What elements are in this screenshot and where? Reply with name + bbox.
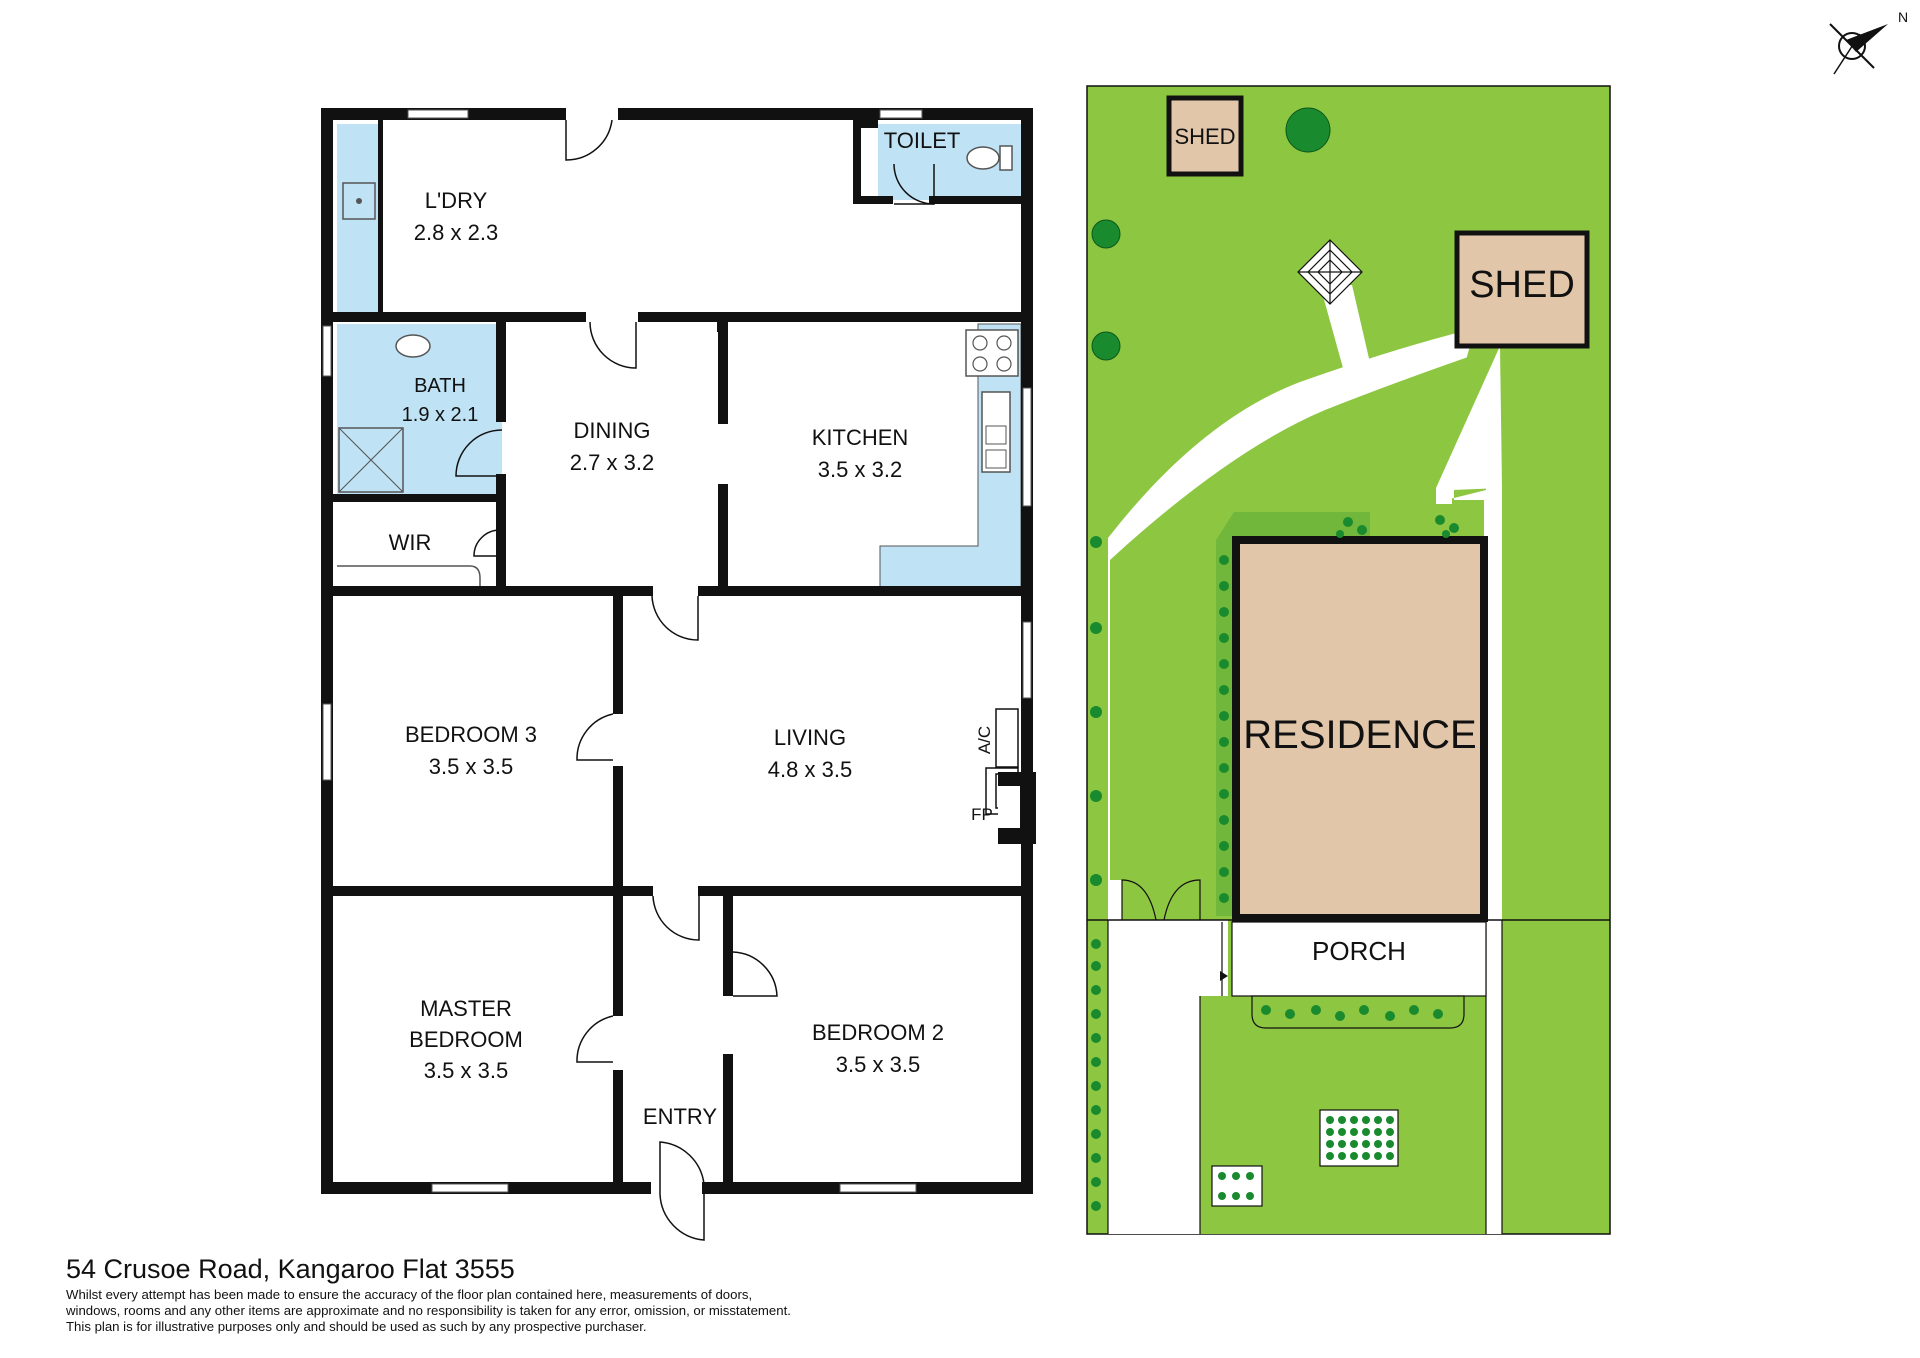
- kitchen-size: 3.5 x 3.2: [818, 457, 902, 482]
- residence-label: RESIDENCE: [1243, 713, 1476, 757]
- bath-basin: [395, 334, 431, 358]
- toilet-bowl: [966, 146, 1000, 170]
- disclaimer-line: windows, rooms and any other items are a…: [66, 1303, 791, 1318]
- hotplate: [996, 335, 1012, 351]
- front-gate: [1121, 879, 1201, 921]
- living-size: 4.8 x 3.5: [768, 757, 852, 782]
- kitchen-sink-bowl: [985, 449, 1007, 469]
- kitchen-sink: [981, 391, 1011, 473]
- master-size: 3.5 x 3.5: [424, 1058, 508, 1083]
- side-walk: [1486, 486, 1502, 1234]
- kitchen-sink-bowl: [985, 425, 1007, 445]
- driveway-lower: [1108, 880, 1122, 1234]
- master-name-2: BEDROOM: [409, 1027, 523, 1052]
- small-shed: [1166, 95, 1244, 177]
- front-path: [1120, 920, 1200, 1234]
- disclaimer: Whilst every attempt has been made to en…: [66, 1287, 886, 1335]
- living-name: LIVING: [774, 725, 846, 750]
- bedroom2-name: BEDROOM 2: [812, 1020, 944, 1045]
- ac-unit: [995, 708, 1019, 768]
- large-shed-label: SHED: [1469, 264, 1575, 306]
- entry-name: ENTRY: [643, 1104, 717, 1129]
- cooktop: [965, 329, 1019, 377]
- clothesline-icon: [1297, 239, 1363, 305]
- wir-rail: [337, 565, 481, 588]
- veg-plants-small: [1218, 1172, 1254, 1200]
- compass-icon: N: [1829, 9, 1908, 75]
- hedge: [1216, 512, 1370, 916]
- porch: [1231, 921, 1487, 997]
- fireplace-label: FP: [971, 805, 993, 824]
- shower-tray: [338, 427, 404, 493]
- laundry-size: 2.8 x 2.3: [414, 220, 498, 245]
- floor-plan: L'DRY 2.8 x 2.3 TOILET BATH 1.9 x 2.1 DI…: [321, 108, 1036, 1241]
- tree-icon: [1091, 331, 1121, 361]
- disclaimer-line: Whilst every attempt has been made to en…: [66, 1287, 753, 1302]
- hotplate: [996, 356, 1012, 372]
- trees: [1091, 107, 1331, 361]
- large-shed: [1454, 230, 1590, 349]
- arrow-icon: [1220, 971, 1228, 981]
- veg-plants: [1326, 1116, 1394, 1160]
- walkway-line: [1436, 346, 1502, 504]
- clothesline-path: [1320, 285, 1374, 386]
- porch-label: PORCH: [1312, 936, 1406, 966]
- shower-diag-2: [338, 427, 404, 493]
- shrubs: [1090, 515, 1459, 1211]
- bath-size: 1.9 x 2.1: [402, 404, 479, 426]
- master-name-1: MASTER: [420, 996, 512, 1021]
- hotplate: [972, 335, 988, 351]
- interior-walls: [321, 120, 1036, 1182]
- site-plan: SHED SHED RESIDENCE PORCH: [1086, 85, 1611, 1235]
- toilet-cistern: [999, 145, 1013, 171]
- windows: [322, 109, 1032, 1193]
- doors: [455, 119, 935, 1241]
- veg-garden-bed-small: [1211, 1165, 1263, 1207]
- hotplate: [972, 356, 988, 372]
- ac-label: A/C: [975, 726, 994, 754]
- toilet-name: TOILET: [884, 128, 961, 153]
- bedroom2-size: 3.5 x 3.5: [836, 1052, 920, 1077]
- bath-name: BATH: [414, 375, 466, 397]
- laundry-tub: [342, 182, 376, 220]
- small-shed-label: SHED: [1174, 124, 1235, 149]
- tree-icon: [1091, 219, 1121, 249]
- disclaimer-line: This plan is for illustrative purposes o…: [66, 1319, 647, 1334]
- kitchen-name: KITCHEN: [812, 425, 909, 450]
- bedroom3-size: 3.5 x 3.5: [429, 754, 513, 779]
- laundry-drain: [356, 198, 362, 204]
- laundry-name: L'DRY: [425, 188, 488, 213]
- porch-garden-bed: [1251, 995, 1465, 1029]
- dining-size: 2.7 x 3.2: [570, 450, 654, 475]
- tree-icon: [1285, 107, 1331, 153]
- compass-north-label: N: [1898, 9, 1908, 25]
- dining-name: DINING: [574, 418, 651, 443]
- bedroom3-name: BEDROOM 3: [405, 722, 537, 747]
- property-address: 54 Crusoe Road, Kangaroo Flat 3555: [66, 1254, 515, 1284]
- wir-name: WIR: [389, 530, 432, 555]
- residence-building: [1232, 536, 1488, 922]
